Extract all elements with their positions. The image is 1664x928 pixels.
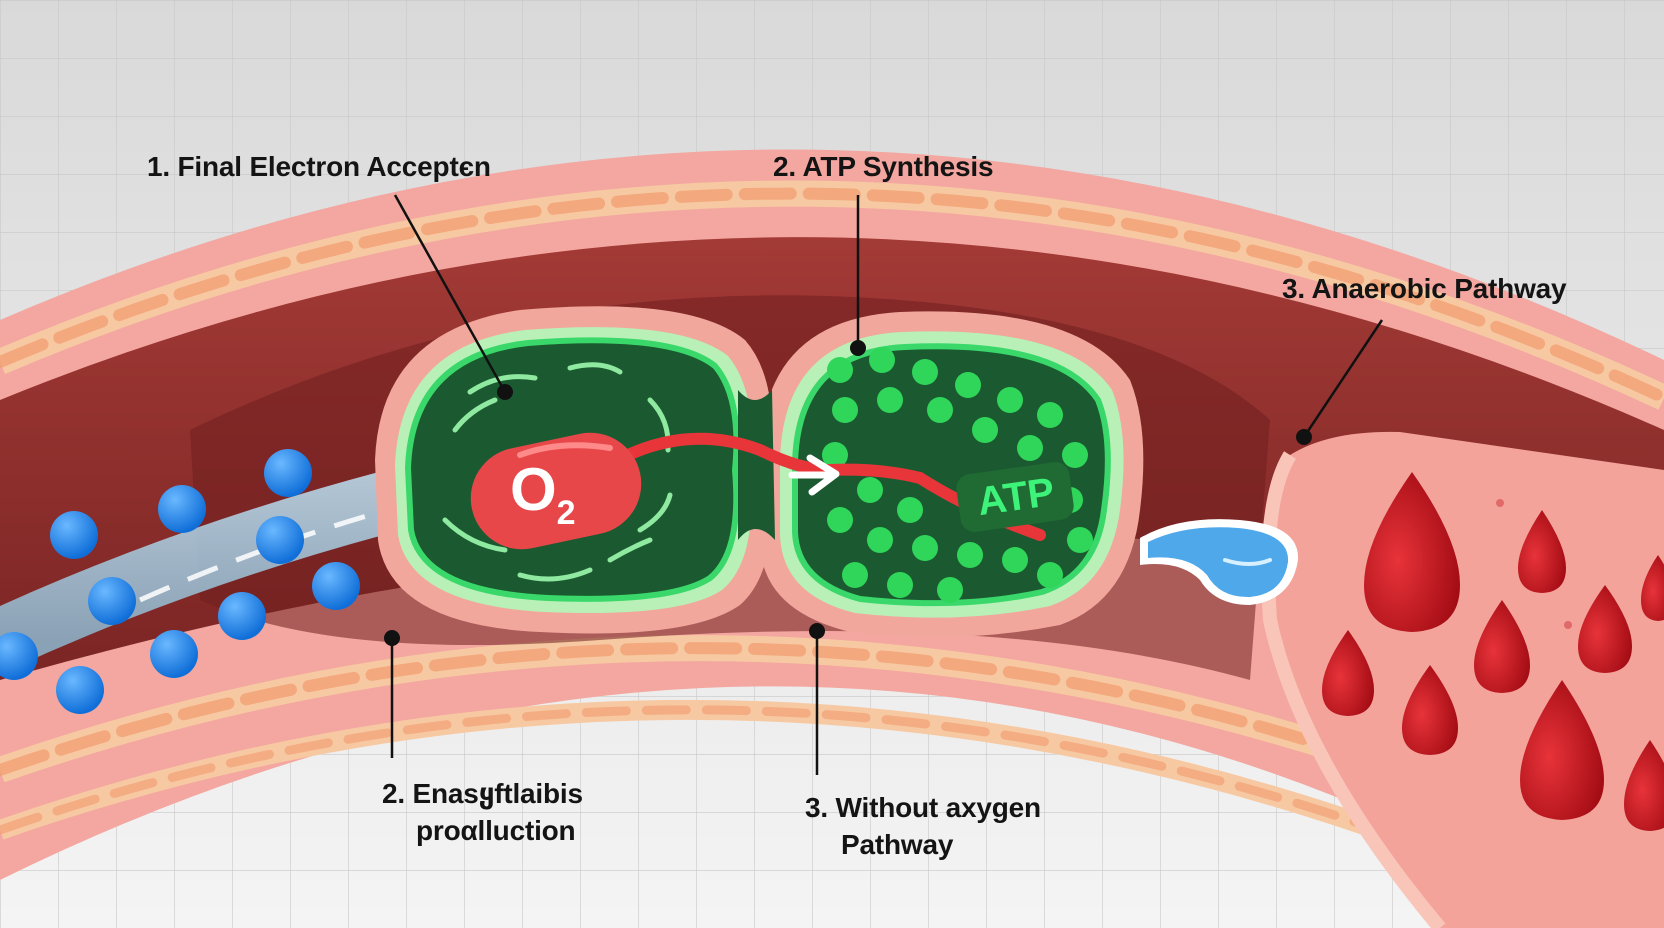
mitochondrion-right: [760, 311, 1144, 638]
vessel-upper-band-dashes: [0, 187, 1664, 404]
callout-production: 2. Enasყftlaibis proαlluction: [382, 775, 583, 849]
oxygen-letter: O: [510, 456, 557, 523]
callout-final-electron-acceptor-text: 1. Final Electron Acceptєn: [147, 151, 491, 182]
atp-label: ATP: [975, 470, 1057, 524]
callout-final-electron-acceptor: 1. Final Electron Acceptєn: [147, 148, 491, 185]
mitochondrion-neck: [738, 390, 775, 540]
oxygen-molecules: [0, 449, 360, 714]
atp-badge: [956, 462, 1074, 532]
oxygen-subscript: 2: [557, 494, 576, 532]
callout-without-oxygen-line1: 3. Without axygen: [805, 792, 1041, 823]
callout-production-line1: 2. Enasყftlaibis: [382, 778, 583, 809]
callout-atp-synthesis: 2. ATP Synthesis: [773, 148, 994, 185]
atp-particles: [822, 347, 1093, 603]
callout-anaerobic-pathway: 3. Anaerobic Pathway: [1282, 270, 1567, 307]
callout-production-line2: proαlluction: [416, 815, 576, 846]
flow-arrow-head: [806, 454, 840, 496]
leader-dots: [384, 429, 1312, 646]
oxygen-pill: [470, 432, 642, 550]
leader-lines: [390, 194, 1384, 775]
blood-drops: [1322, 472, 1664, 831]
callout-atp-synthesis-text: 2. ATP Synthesis: [773, 151, 994, 182]
anaerobic-region-edge: [1261, 451, 1446, 928]
callout-without-oxygen: 3. Without axygen Pathway: [805, 789, 1041, 863]
leader-anaerobic-pathway: [1302, 319, 1384, 438]
oxygen-label: O2: [510, 456, 576, 532]
leader-final-electron-acceptor: [393, 194, 507, 393]
water-droplet: [1140, 519, 1299, 605]
callout-anaerobic-pathway-text: 3. Anaerobic Pathway: [1282, 273, 1567, 304]
callout-without-oxygen-line2: Pathway: [841, 829, 954, 860]
